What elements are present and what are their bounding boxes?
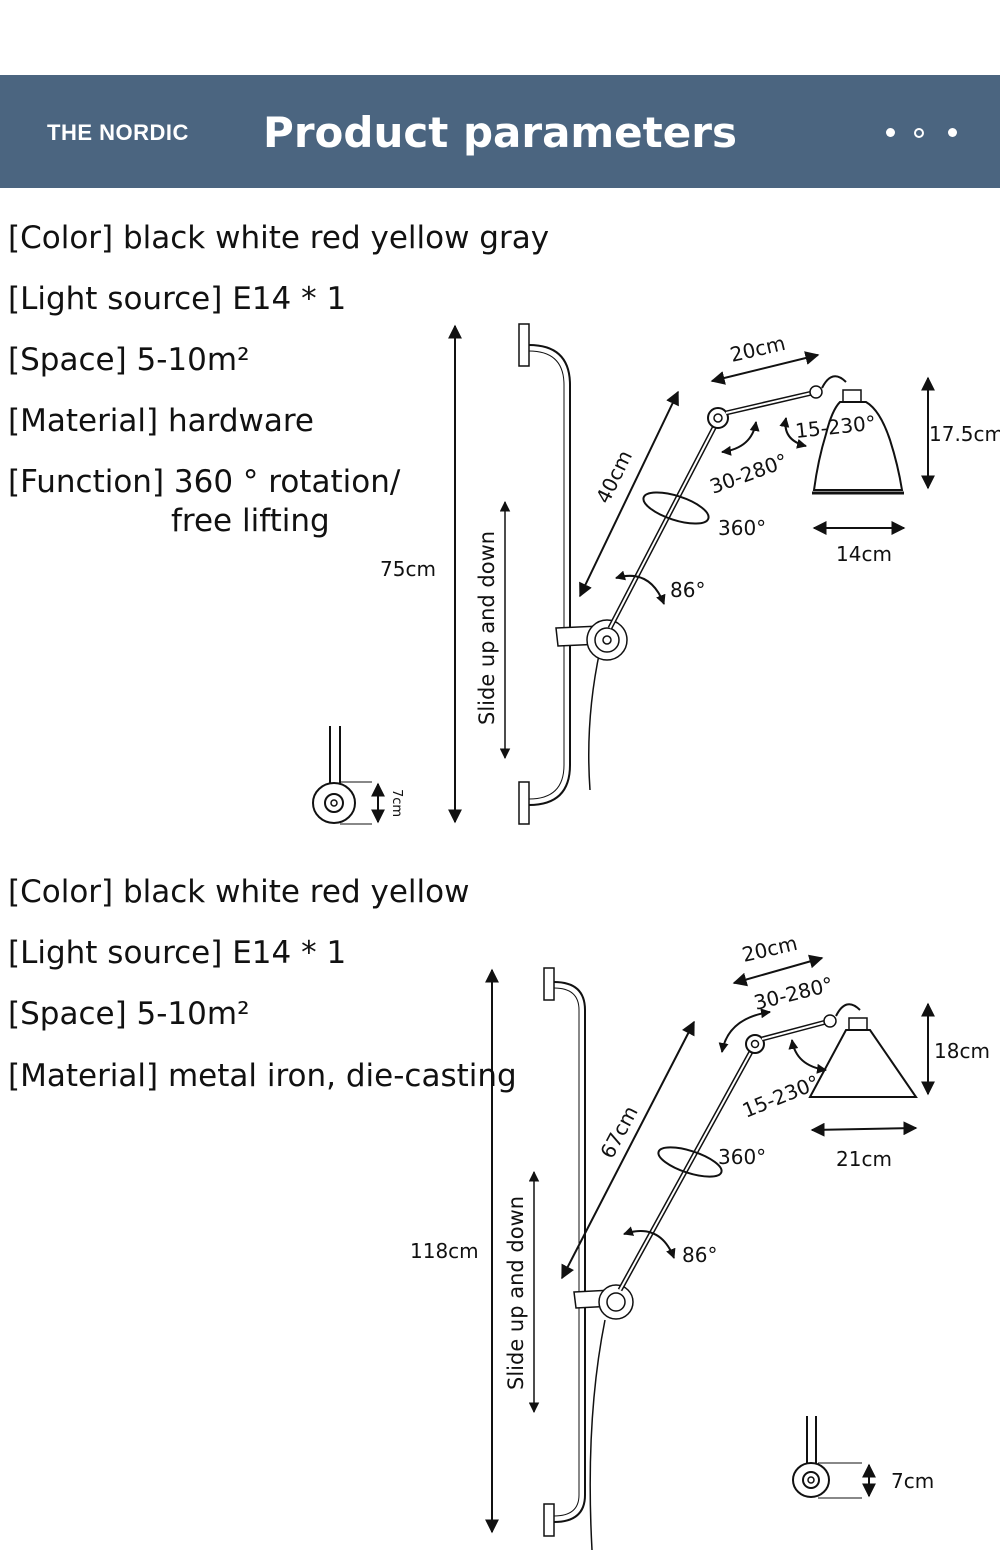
arc-base	[623, 1226, 676, 1259]
base-joint	[586, 619, 628, 661]
label-mount: 7cm	[389, 789, 404, 817]
header-banner	[0, 75, 1000, 188]
cable	[589, 1319, 606, 1551]
dot-hollow-icon	[914, 128, 924, 138]
elbow-joint	[707, 407, 729, 429]
arc-shade	[779, 417, 807, 449]
label-rotation: 360°	[718, 516, 766, 540]
dot-icon	[948, 128, 957, 137]
label-lower-arm: 67cm	[595, 1102, 642, 1163]
label-upper-arm: 20cm	[740, 931, 800, 967]
brand-logo: THE NORDIC	[47, 120, 189, 145]
diagram2	[485, 954, 935, 1551]
rail-inner	[528, 350, 565, 800]
diagram2-labels: 118cm Slide up and down 20cm 67cm 18cm 2…	[410, 931, 990, 1493]
spec2-color: [Color] black white red yellow	[8, 874, 470, 910]
lamp-shade	[812, 401, 904, 491]
label-rotation: 360°	[718, 1145, 766, 1169]
page-title: Product parameters	[263, 108, 737, 157]
mount-plate	[792, 1462, 830, 1498]
label-angle-shade: 15-230°	[739, 1070, 823, 1123]
arc-shade	[788, 1039, 827, 1074]
label-upper-arm: 20cm	[728, 331, 788, 367]
spec2-material: [Material] metal iron, die-casting	[8, 1058, 517, 1094]
spec2-light-source: [Light source] E14 * 1	[8, 935, 347, 971]
rail-outer	[553, 981, 586, 1523]
elbow-joint	[745, 1034, 765, 1054]
spec1-color: [Color] black white red yellow gray	[8, 220, 550, 256]
wall-bracket-bottom	[518, 781, 530, 825]
label-shade-height: 17.5cm	[929, 422, 1000, 446]
arc-rotation	[642, 491, 710, 525]
label-shade-width: 14cm	[836, 542, 892, 566]
label-angle-base: 86°	[682, 1243, 717, 1267]
label-shade-height: 18cm	[934, 1039, 990, 1063]
diagram1	[312, 323, 935, 825]
label-total-height: 75cm	[380, 557, 436, 581]
label-slide: Slide up and down	[475, 531, 499, 725]
wall-bracket-bottom	[543, 1503, 555, 1537]
label-total-height: 118cm	[410, 1239, 479, 1263]
diagram1-labels: 75cm Slide up and down 20cm 40cm 17.5cm …	[380, 331, 1000, 817]
dots-decoration	[884, 126, 964, 140]
label-lower-arm: 40cm	[591, 446, 637, 507]
label-angle-joint: 30-280°	[751, 972, 835, 1015]
wall-bracket-top	[518, 323, 530, 367]
wall-bracket-top	[543, 967, 555, 1001]
arc-joint	[721, 421, 760, 456]
label-mount: 7cm	[891, 1469, 934, 1493]
mount-plate	[312, 782, 356, 824]
spec1-function: [Function] 360 ° rotation/	[8, 464, 401, 500]
dim-upper-arm	[732, 954, 824, 987]
dim-shade-width	[810, 1121, 918, 1137]
dot-icon	[886, 128, 895, 137]
spec1-light-source: [Light source] E14 * 1	[8, 281, 347, 317]
spec1-material: [Material] hardware	[8, 403, 314, 439]
lamp-shade	[808, 1029, 918, 1098]
spec2-space: [Space] 5-10m²	[8, 996, 250, 1032]
label-shade-width: 21cm	[836, 1147, 892, 1171]
dim-lower-arm	[579, 390, 679, 598]
spec1-function-cont: free lifting	[171, 503, 330, 539]
spec1-space: [Space] 5-10m²	[8, 342, 250, 378]
base-joint	[598, 1284, 634, 1320]
arc-joint	[718, 1008, 771, 1053]
label-angle-joint: 30-280°	[707, 448, 791, 498]
rail-outer	[528, 344, 571, 806]
label-angle-base: 86°	[670, 578, 705, 602]
dim-upper-arm	[710, 351, 820, 385]
arc-base	[615, 570, 666, 605]
dim-lower-arm	[561, 1020, 695, 1280]
label-slide: Slide up and down	[504, 1196, 528, 1390]
arc-rotation	[657, 1146, 723, 1178]
cable	[588, 649, 601, 791]
